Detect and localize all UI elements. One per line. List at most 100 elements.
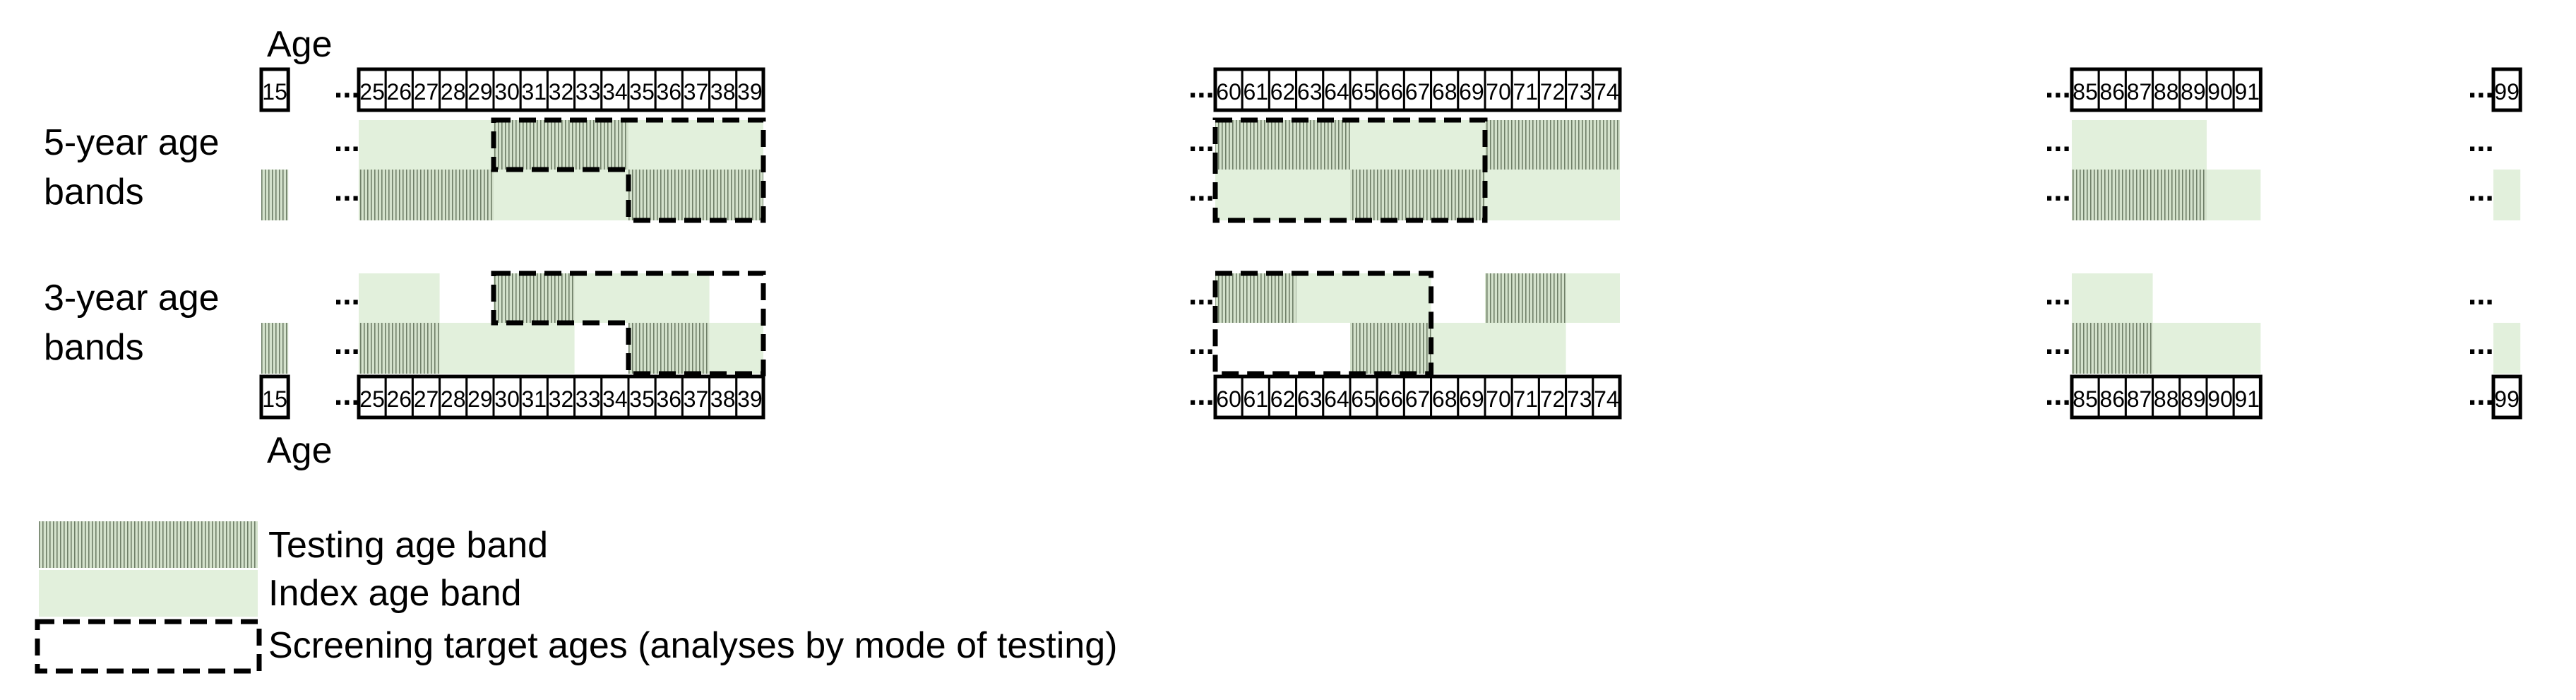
bottom-age-cell <box>681 375 711 419</box>
top-age-tick: 74 <box>1594 79 1619 105</box>
top-age-tick: 86 <box>2100 79 2125 105</box>
index-band <box>2207 170 2261 220</box>
bottom-age-tick: 15 <box>262 386 287 412</box>
bottom-age-tick: 25 <box>359 386 385 412</box>
bottom-age-tick: 26 <box>387 386 412 412</box>
bottom-axis-gap-marker: ... <box>334 377 360 412</box>
bottom-age-tick: 60 <box>1216 386 1241 412</box>
testing-band <box>359 170 494 220</box>
top-age-tick: 35 <box>629 79 655 105</box>
legend-index-swatch <box>39 570 258 617</box>
top-age-cell <box>1322 68 1352 112</box>
bottom-age-tick: 73 <box>1567 386 1592 412</box>
top-age-tick: 31 <box>522 79 547 105</box>
top-age-tick: 15 <box>262 79 287 105</box>
top-age-tick: 70 <box>1486 79 1511 105</box>
top-age-segment <box>259 67 290 112</box>
bottom-axis-gap-marker: ... <box>2045 377 2071 412</box>
top-axis-gap-marker: ... <box>1188 70 1215 105</box>
top-age-tick: 99 <box>2494 79 2520 105</box>
index-band <box>574 273 710 323</box>
legend-index-label: Index age band <box>268 573 522 614</box>
band-gap-marker: ... <box>1188 124 1215 158</box>
bottom-age-tick: 87 <box>2127 386 2152 412</box>
bottom-age-tick: 28 <box>441 386 466 412</box>
bottom-age-tick: 39 <box>737 386 763 412</box>
top-age-tick: 91 <box>2235 79 2260 105</box>
top-age-tick: 89 <box>2181 79 2206 105</box>
testing-band <box>261 170 289 220</box>
top-age-tick: 90 <box>2207 79 2233 105</box>
index-band <box>2493 170 2521 220</box>
bottom-age-tick: 85 <box>2073 386 2098 412</box>
top-age-segment <box>2070 67 2262 112</box>
top-age-tick: 88 <box>2154 79 2179 105</box>
testing-band <box>1350 323 1431 374</box>
testing-band <box>628 170 763 220</box>
band-gap-marker: ... <box>1188 277 1215 312</box>
top-age-tick: 28 <box>441 79 466 105</box>
bottom-age-tick: 63 <box>1297 386 1323 412</box>
band-gap-marker: ... <box>1188 326 1215 361</box>
bottom-age-tick: 62 <box>1270 386 1296 412</box>
top-axis-gap-marker: ... <box>334 70 360 105</box>
testing-band <box>261 323 289 374</box>
band-gap-marker: ... <box>334 173 360 208</box>
bottom-age-tick: 27 <box>414 386 439 412</box>
top-age-tick: 73 <box>1567 79 1592 105</box>
bottom-age-cell <box>2232 375 2262 419</box>
index-band <box>1566 273 1620 323</box>
bottom-age-tick: 90 <box>2207 386 2233 412</box>
bottom-age-tick: 74 <box>1594 386 1619 412</box>
band-gap-marker: ... <box>334 124 360 158</box>
band-gap-marker: ... <box>1188 173 1215 208</box>
band-gap-marker: ... <box>334 326 360 361</box>
bottom-age-segment <box>357 374 765 420</box>
three-year-screening-target-outline <box>491 271 766 376</box>
band-gap-marker: ... <box>2045 277 2071 312</box>
bottom-age-tick: 33 <box>576 386 601 412</box>
bottom-age-cell <box>1376 375 1405 419</box>
bottom-age-tick: 89 <box>2181 386 2206 412</box>
bottom-age-tick: 36 <box>657 386 682 412</box>
top-age-tick: 67 <box>1405 79 1431 105</box>
bottom-age-segment <box>2070 374 2262 420</box>
index-band <box>1215 170 1350 220</box>
index-band <box>494 170 628 220</box>
top-age-tick: 29 <box>467 79 493 105</box>
bottom-age-tick: 35 <box>629 386 655 412</box>
index-band <box>1431 323 1566 374</box>
top-age-segment <box>1213 67 1622 112</box>
testing-band <box>1485 120 1620 170</box>
legend-testing-label: Testing age band <box>268 525 549 566</box>
top-age-tick: 87 <box>2127 79 2152 105</box>
top-age-segment <box>357 67 765 112</box>
top-axis-title: Age <box>267 24 333 65</box>
index-band <box>2493 323 2521 374</box>
top-age-tick: 36 <box>657 79 682 105</box>
top-age-tick: 62 <box>1270 79 1296 105</box>
target-outline-layer <box>491 117 1488 376</box>
band-layer <box>261 120 2521 374</box>
bottom-age-tick: 91 <box>2235 386 2260 412</box>
testing-band <box>1215 120 1350 170</box>
top-age-cell <box>654 68 684 112</box>
index-band <box>709 323 763 374</box>
top-age-tick: 85 <box>2073 79 2098 105</box>
bottom-age-tick: 32 <box>549 386 574 412</box>
bottom-age-tick: 29 <box>467 386 493 412</box>
band-gap-marker: ... <box>2045 124 2071 158</box>
bottom-age-tick: 99 <box>2494 386 2520 412</box>
top-age-cell <box>1457 68 1486 112</box>
bottom-age-tick: 72 <box>1540 386 1566 412</box>
three-year-screening-target-outline <box>1212 271 1434 376</box>
bottom-age-segment <box>2491 374 2522 420</box>
bottom-axis-gap-marker: ... <box>1188 377 1215 412</box>
top-age-cell <box>2097 68 2127 112</box>
bottom-age-tick: 61 <box>1244 386 1269 412</box>
top-age-tick: 69 <box>1459 79 1484 105</box>
band-gap-marker: ... <box>2045 326 2071 361</box>
top-age-tick: 39 <box>737 79 763 105</box>
